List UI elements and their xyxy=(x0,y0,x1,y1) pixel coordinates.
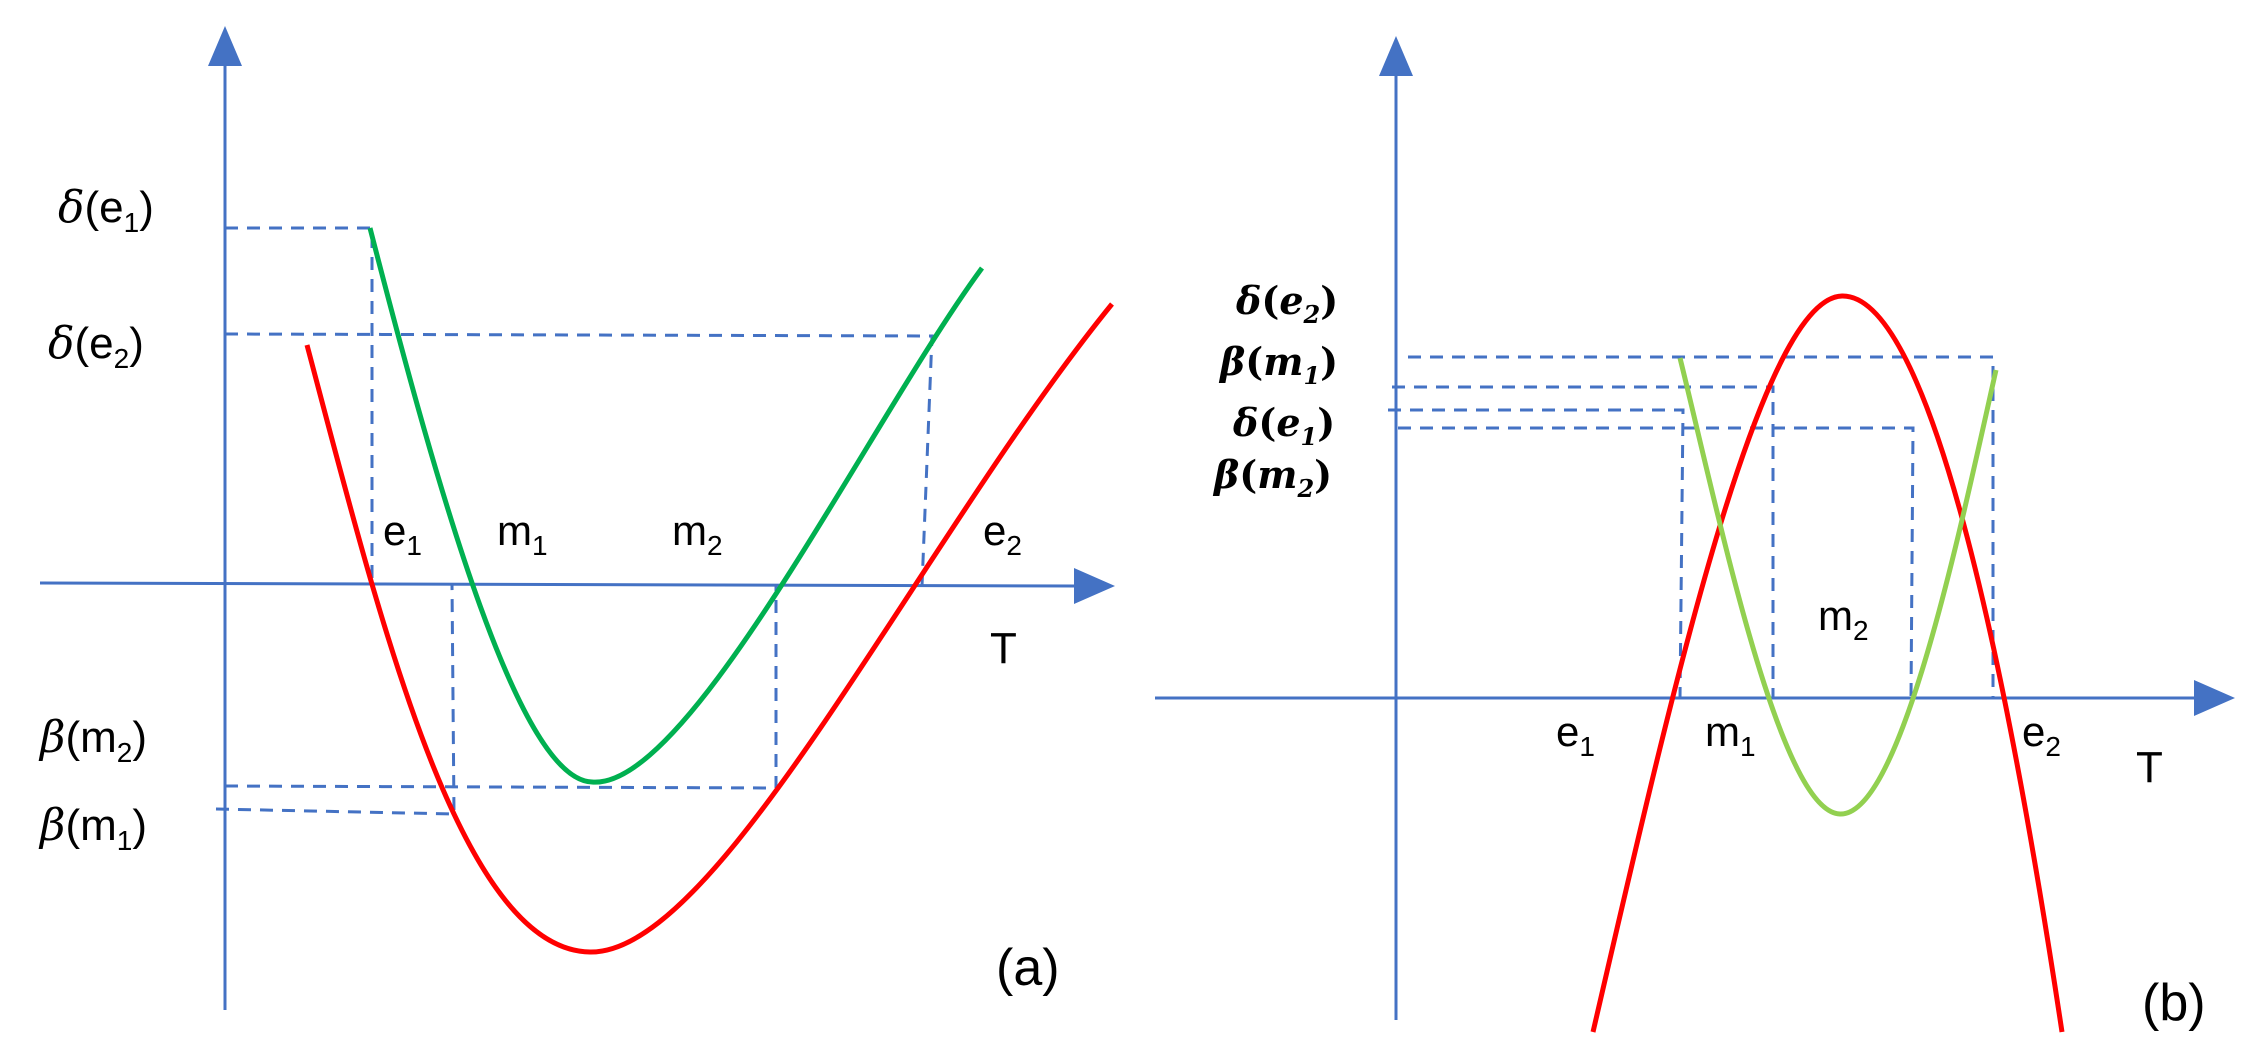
panel-b-label-e2: e2 xyxy=(2022,708,2061,762)
panel-b-dashed-guides xyxy=(1388,355,1995,699)
panel-b-label-m1: m1 xyxy=(1705,708,1756,762)
panel-a-green-curve xyxy=(367,227,985,785)
panel-b-label-m2: m2 xyxy=(1818,592,1869,646)
panel-b-label-delta-e1: δ(e1) xyxy=(1232,400,1335,451)
panel-b-x-axis-arrow xyxy=(2194,680,2235,716)
panel-b-red-curve xyxy=(1590,293,2065,1033)
panel-a-label-delta-e2: δ(e2) xyxy=(48,318,144,374)
panel-b-green-curve xyxy=(1677,357,1999,817)
panel-a-x-axis xyxy=(39,581,1079,588)
panel-b-label-delta-e2: δ(e2) xyxy=(1235,278,1338,329)
panel-a-label-e2: e2 xyxy=(983,507,1022,561)
panel-b-label-e1: e1 xyxy=(1556,708,1595,762)
panel-a-label-e1: e1 xyxy=(383,507,422,561)
guide-beta-m1 xyxy=(1392,385,1775,698)
guide-delta-e1 xyxy=(225,226,374,583)
panel-a-y-axis-arrow xyxy=(208,26,242,66)
panel-a-label-m1: m1 xyxy=(497,507,548,561)
panel-b-label-beta-m2: β(m2) xyxy=(1212,452,1332,503)
panel-a-axis-label-T: T xyxy=(990,624,1017,673)
panel-b-y-axis-arrow xyxy=(1379,36,1413,76)
guide-delta-e2 xyxy=(1408,355,1995,698)
panel-a: e1 m1 m2 e2 T δ(e1) δ(e2) β(m2) β(m1) (a… xyxy=(38,26,1115,1010)
panel-a-label-beta-m1: β(m1) xyxy=(38,800,147,856)
panel-b: e1 m1 m2 e2 T δ(e2) β(m1) δ(e1) β(m2) (b… xyxy=(1155,36,2235,1033)
guide-delta-e2 xyxy=(224,332,934,587)
panel-a-label-delta-e1: δ(e1) xyxy=(58,182,154,238)
guide-delta-e1 xyxy=(1388,408,1685,699)
panel-a-x-axis-arrow xyxy=(1074,568,1115,604)
guide-beta-m1 xyxy=(215,583,456,816)
panel-a-red-curve xyxy=(304,302,1114,955)
panel-a-caption: (a) xyxy=(996,939,1060,997)
panel-a-label-beta-m2: β(m2) xyxy=(38,712,147,768)
panel-b-label-beta-m1: β(m1) xyxy=(1218,339,1338,390)
guide-beta-m2 xyxy=(1398,426,1915,699)
panel-b-caption: (b) xyxy=(2142,974,2206,1032)
panel-a-label-m2: m2 xyxy=(672,507,723,561)
panel-b-axis-label-T: T xyxy=(2136,743,2163,792)
guide-beta-m2 xyxy=(224,584,778,790)
